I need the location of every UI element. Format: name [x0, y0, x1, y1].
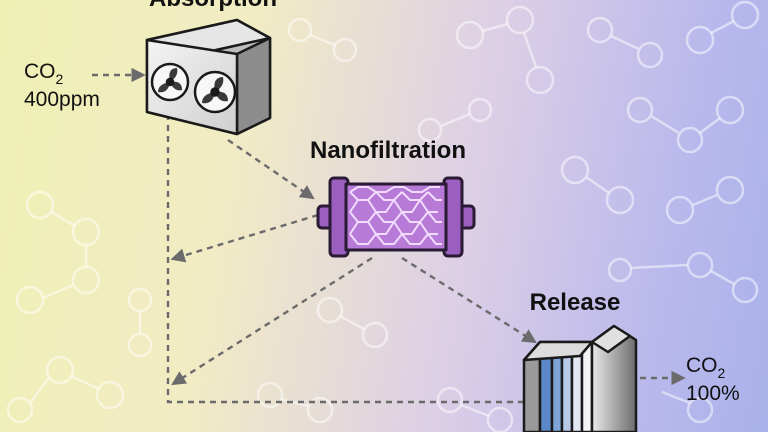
flow-arrows: [92, 67, 686, 404]
air-contactor-fan-icon: [145, 18, 272, 136]
output-concentration: 100%: [686, 382, 740, 405]
absorber-to-filter-arrow: [227, 139, 315, 200]
input-species: CO: [24, 60, 56, 83]
absorption-label: Absorption: [149, 0, 277, 12]
recycle-loop-line: [166, 118, 524, 404]
input-subscript: 2: [56, 71, 64, 87]
molecule-background: [6, 0, 760, 432]
svg-text:CO2: CO2: [686, 354, 726, 381]
output-co2-label: CO2 100%: [686, 354, 740, 405]
output-species: CO: [686, 354, 718, 377]
input-concentration: 400ppm: [24, 88, 100, 111]
svg-text:CO2: CO2: [24, 60, 64, 87]
filter-to-release-arrow: [401, 256, 537, 344]
output-subscript: 2: [718, 365, 726, 381]
input-co2-label: CO2 400ppm: [24, 60, 100, 111]
filter-return-arrow-upper: [170, 213, 319, 263]
nanofiltration-membrane-icon: [316, 176, 476, 258]
nanofiltration-label: Nanofiltration: [310, 137, 466, 164]
electrochemical-stack-icon: [522, 324, 638, 432]
filter-return-arrow-lower: [171, 256, 373, 386]
release-label: Release: [530, 289, 621, 316]
